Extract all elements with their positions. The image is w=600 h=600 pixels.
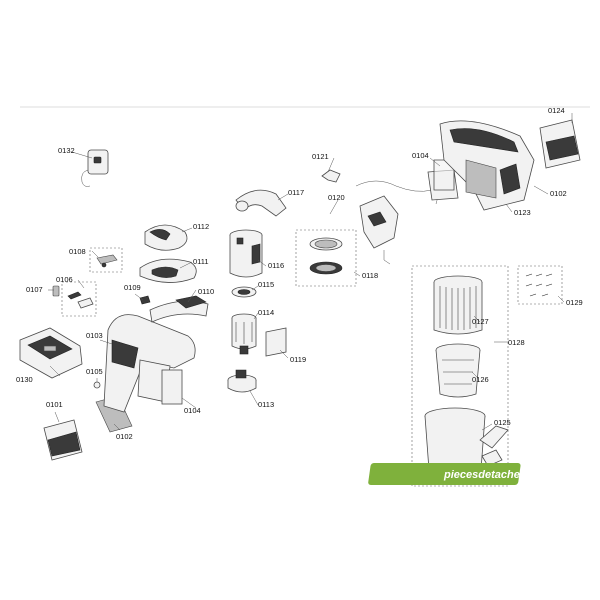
part-0114-drawing (231, 313, 257, 355)
part-0128-frame (411, 265, 509, 487)
label-0114: 0114 (258, 308, 274, 317)
part-0110-drawing (149, 295, 209, 323)
part-0111-drawing (139, 258, 197, 283)
part-0115-drawing (231, 286, 257, 298)
part-0105-drawing (93, 381, 101, 389)
part-0113-drawing (227, 369, 257, 393)
label-0127: 0127 (472, 317, 489, 326)
watermark-text: piecesdetachees.lec.com (443, 469, 576, 481)
part-0101-drawing (43, 419, 83, 461)
part-0126-drawing (435, 343, 481, 398)
label-0118: 0118 (362, 271, 378, 280)
label-0104-left: 0104 (184, 406, 201, 415)
part-0129-drawing (517, 265, 563, 305)
part-0106-drawing (61, 281, 97, 317)
part-0121-drawing (321, 169, 341, 183)
part-0130-drawing (19, 327, 83, 379)
watermark-banner: piecesdetachees.lec.com (368, 463, 576, 485)
label-0108: 0108 (69, 247, 86, 256)
part-0108-drawing (89, 247, 123, 273)
label-0111: 0111 (193, 257, 209, 266)
label-0112: 0112 (193, 222, 209, 231)
label-0120: 0120 (328, 193, 345, 202)
label-0101: 0101 (46, 400, 63, 409)
part-0104a-drawing (161, 369, 183, 405)
part-0107-drawing (52, 285, 60, 297)
label-0126: 0126 (472, 375, 489, 384)
label-0102-right: 0102 (550, 189, 567, 198)
label-0106: 0106 (56, 275, 73, 284)
part-0109-drawing (139, 295, 151, 305)
label-0125: 0125 (494, 418, 511, 427)
part-0112-drawing (144, 224, 188, 251)
label-0103: 0103 (86, 331, 103, 340)
label-0123: 0123 (514, 208, 531, 217)
label-0124: 0124 (548, 106, 565, 115)
part-0120-drawing (355, 180, 438, 265)
part-0123-drawing (439, 120, 535, 211)
label-0107: 0107 (26, 285, 43, 294)
part-0124-drawing (539, 119, 581, 169)
label-0132: 0132 (58, 146, 75, 155)
label-0109: 0109 (124, 283, 141, 292)
label-0128: 0128 (508, 338, 525, 347)
label-0116: 0116 (268, 261, 284, 270)
label-0129: 0129 (566, 298, 583, 307)
label-0130: 0130 (16, 375, 33, 384)
label-0117: 0117 (288, 188, 304, 197)
label-0119: 0119 (290, 355, 306, 364)
part-0116-drawing (229, 229, 263, 278)
label-0113: 0113 (258, 400, 274, 409)
label-0110: 0110 (198, 287, 214, 296)
part-0119-drawing (265, 327, 287, 357)
part-0125-drawing (424, 407, 509, 476)
part-0117-drawing (235, 189, 287, 217)
label-0104-right: 0104 (412, 151, 429, 160)
label-0105: 0105 (86, 367, 103, 376)
label-0121: 0121 (312, 152, 329, 161)
leader-lines (48, 113, 573, 431)
label-0115: 0115 (258, 280, 274, 289)
part-0132-drawing (81, 149, 109, 187)
part-0127-drawing (433, 275, 483, 335)
part-0118-drawing (295, 229, 357, 287)
label-0102-left: 0102 (116, 432, 133, 441)
